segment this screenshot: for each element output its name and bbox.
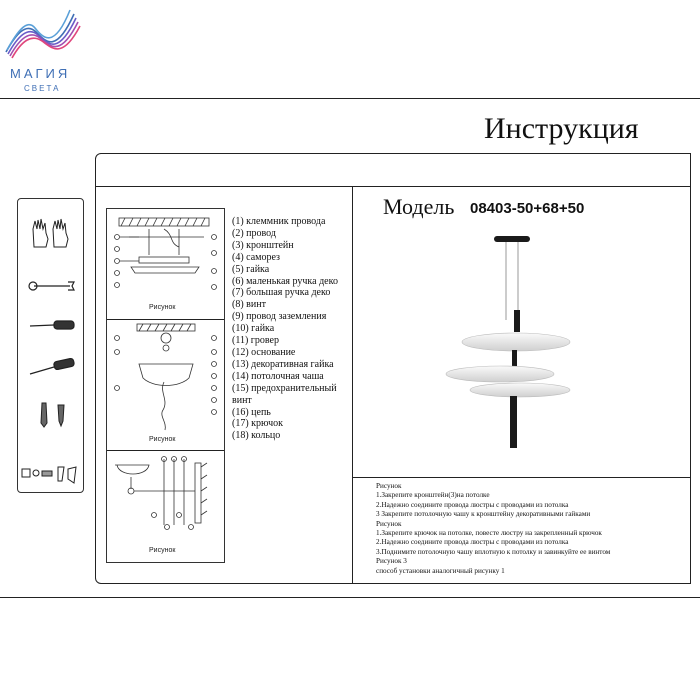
inner-frame bbox=[95, 153, 691, 584]
instruction-line: Рисунок 3 bbox=[376, 557, 407, 566]
parts-list-item: (13) декоративная гайка bbox=[232, 358, 334, 370]
instruction-line: 2.Надежно соедините провода люстры с про… bbox=[376, 538, 569, 547]
parts-list-item: (16) цепь bbox=[232, 406, 271, 418]
parts-list-item: (14) потолочная чаша bbox=[232, 370, 324, 382]
model-label: Модель bbox=[383, 194, 455, 219]
brand-subtitle: СВЕТА bbox=[24, 84, 61, 93]
parts-list-item: (7) большая ручка деко bbox=[232, 287, 331, 299]
parts-list-item: (9) провод заземления bbox=[232, 311, 327, 323]
outer-frame-top bbox=[0, 98, 700, 99]
instruction-line: 2.Надежно соедините провода люстры с про… bbox=[376, 500, 569, 509]
installation-instructions: Рисунок 1.Закрепите кронштейн(3)на потол… bbox=[376, 482, 610, 576]
column-divider bbox=[352, 186, 353, 584]
parts-list: (1) клеммник провода (2) провод (3) крон… bbox=[232, 216, 338, 442]
parts-list-item: (18) кольцо bbox=[232, 430, 281, 442]
terminal-kit-icon bbox=[21, 466, 77, 484]
figures-panel: Рисунок Рисунок bbox=[106, 208, 225, 563]
instruction-line: Рисунок bbox=[376, 482, 402, 490]
parts-list-item: (4) саморез bbox=[232, 251, 280, 263]
figure-divider-1 bbox=[107, 319, 224, 320]
bottom-divider bbox=[352, 477, 691, 478]
figure-3-caption: Рисунок bbox=[149, 547, 176, 554]
figure-divider-2 bbox=[107, 450, 224, 451]
parts-list-item: (8) винт bbox=[232, 299, 266, 311]
parts-list-item: (5) гайка bbox=[232, 263, 270, 275]
parts-list-item: (12) основание bbox=[232, 346, 296, 358]
header-divider bbox=[95, 186, 691, 187]
tester-screwdriver-icon bbox=[29, 357, 75, 375]
parts-list-item: (1) клеммник провода bbox=[232, 216, 326, 227]
instruction-line: 3.Поднимите потолочную чашу вплотную к п… bbox=[376, 547, 611, 556]
instruction-line: 1.Закрепите кронштейн(3)на потолке bbox=[376, 491, 490, 500]
wrench-icon bbox=[28, 281, 75, 291]
parts-list-item: (15) предохранительный bbox=[232, 382, 337, 394]
brand-name: МАГИЯ bbox=[10, 66, 71, 81]
figure-1-diagram bbox=[114, 217, 217, 290]
parts-list-item: (3) кронштейн bbox=[232, 239, 294, 251]
figure-1: Рисунок bbox=[107, 209, 224, 319]
instruction-line: 1.Закрепите крючок на потолке, повесте л… bbox=[376, 529, 602, 538]
screwdriver-icon bbox=[29, 320, 75, 330]
figure-3-diagram bbox=[115, 456, 208, 530]
instruction-line: способ установки аналогичный рисунку 1 bbox=[376, 566, 505, 575]
parts-list-item: винт bbox=[232, 394, 252, 406]
brand-logo-icon bbox=[5, 9, 81, 59]
parts-list-item: (6) маленькая ручка деко bbox=[232, 275, 338, 287]
figure-2: Рисунок bbox=[107, 320, 224, 450]
parts-list-item: (2) провод bbox=[232, 227, 276, 239]
outer-frame-bottom bbox=[0, 597, 700, 598]
parts-list-item: (11) гровер bbox=[232, 335, 279, 347]
tools-panel bbox=[17, 198, 84, 493]
figure-2-diagram bbox=[114, 323, 217, 431]
anchors-icon bbox=[40, 402, 65, 428]
model-number: 08403-50+68+50 bbox=[470, 200, 585, 217]
page-title: Инструкция bbox=[484, 112, 639, 145]
instruction-line: 3 Закрепите потолочную чашу к кронштейну… bbox=[376, 510, 591, 519]
figure-2-caption: Рисунок bbox=[149, 436, 176, 443]
gloves-icon bbox=[32, 218, 69, 248]
figure-1-caption: Рисунок bbox=[149, 304, 176, 311]
brand-logo: МАГИЯ СВЕТА bbox=[4, 4, 82, 96]
instruction-line: Рисунок bbox=[376, 519, 402, 528]
parts-list-item: (17) крючок bbox=[232, 418, 283, 430]
figure-3: Рисунок bbox=[107, 451, 224, 562]
parts-list-item: (10) гайка bbox=[232, 323, 275, 335]
product-image bbox=[445, 236, 571, 448]
